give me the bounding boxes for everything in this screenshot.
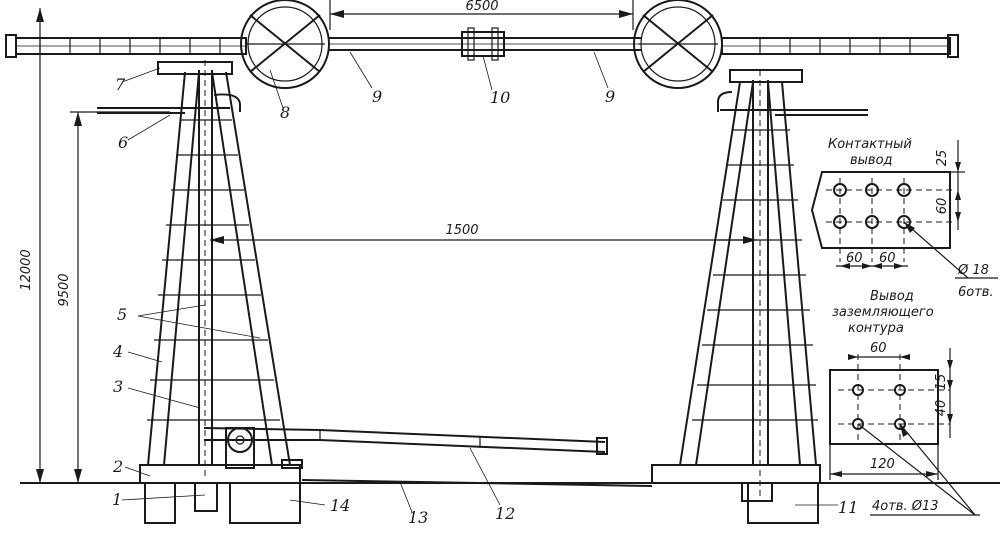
label-9-right: 9 [605, 87, 615, 106]
label-11: 11 [838, 498, 858, 517]
dim-support-height-label: 9500 [57, 273, 72, 306]
ground-dim-v1: 15 [934, 374, 949, 391]
ground-dim-v2: 40 [934, 400, 949, 417]
label-2: 2 [112, 457, 123, 476]
label-4: 4 [112, 342, 123, 361]
label-6: 6 [118, 133, 128, 152]
right-busbar [721, 34, 959, 58]
leader-lines [121, 51, 838, 513]
right-support [651, 69, 868, 524]
label-8: 8 [280, 103, 290, 122]
label-14: 14 [330, 496, 350, 515]
ground-title-1: Вывод [870, 289, 914, 304]
contact-dim-v: 60 [935, 198, 950, 215]
ground-title-3: контура [848, 321, 904, 336]
ground-dim-width: 120 [870, 457, 895, 472]
label-10: 10 [490, 88, 510, 107]
left-support [97, 60, 301, 524]
ground-hole-note: 4отв. Ø13 [872, 499, 939, 514]
dim-top-span: 6500 [329, 0, 634, 30]
ground-dim-top: 60 [870, 341, 887, 356]
contact-dim-h1: 60 [846, 251, 863, 266]
ground-terminal-detail: Вывод заземляющего контура 60 15 40 120 … [829, 289, 980, 516]
contact-dim-h2: 60 [879, 251, 896, 266]
label-7: 7 [115, 75, 126, 94]
right-rotor [633, 0, 723, 89]
label-5: 5 [117, 305, 127, 324]
drive-mechanism [203, 427, 653, 487]
contact-terminal-detail: Контактный вывод 25 60 60 60 Ø 18 6отв. [810, 137, 998, 300]
dim-support-height: 9500 [57, 111, 170, 483]
dim-mid-span: 1500 [210, 223, 757, 244]
label-12: 12 [495, 504, 515, 523]
contact-hole-note-1: Ø 18 [957, 263, 989, 278]
part-labels: 1 2 3 4 5 6 7 8 9 10 9 11 12 13 14 [112, 75, 858, 527]
ground-title-2: заземляющего [832, 305, 934, 320]
dim-top-span-label: 6500 [465, 0, 498, 14]
contact-dim-top: 25 [935, 150, 950, 167]
dim-total-height-label: 12000 [19, 249, 34, 290]
dim-mid-span-label: 1500 [445, 223, 478, 238]
label-13: 13 [408, 508, 428, 527]
left-rotor [240, 0, 330, 89]
label-9-left: 9 [372, 87, 382, 106]
contact-title-2: вывод [850, 153, 893, 168]
contact-title-1: Контактный [828, 137, 912, 152]
label-1: 1 [112, 490, 122, 509]
dim-total-height: 12000 [19, 8, 44, 483]
contact-hole-note-2: 6отв. [958, 285, 994, 300]
left-busbar [5, 34, 247, 58]
label-3: 3 [113, 377, 123, 396]
top-bar [329, 27, 641, 61]
